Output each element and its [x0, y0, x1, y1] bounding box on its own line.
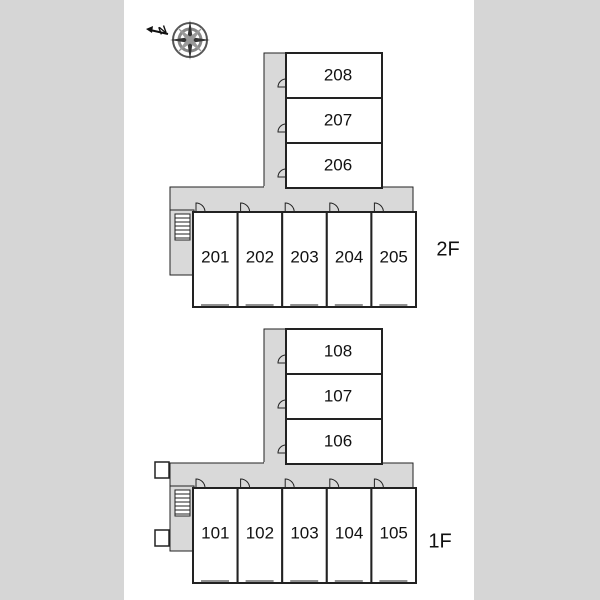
- room-number: 101: [201, 523, 229, 542]
- room-number: 208: [324, 65, 352, 84]
- floor-label: 2F: [436, 238, 459, 260]
- corridor-joint: [264, 462, 285, 465]
- entrance-icon: [154, 461, 170, 479]
- door-icon: [277, 354, 287, 364]
- door-icon: [277, 78, 287, 88]
- main-corridor: [169, 462, 414, 489]
- room-106: 106: [277, 418, 383, 465]
- room-203: 203: [281, 202, 328, 308]
- room-107: 107: [277, 373, 383, 420]
- room-108: 108: [277, 328, 383, 375]
- room-number: 202: [246, 247, 274, 266]
- door-icon: [329, 478, 340, 489]
- floor-label: 1F: [428, 530, 451, 552]
- compass-icon: N: [146, 20, 210, 60]
- room-number: 204: [335, 247, 363, 266]
- door-icon: [195, 202, 206, 213]
- room-number: 103: [290, 523, 318, 542]
- room-number: 201: [201, 247, 229, 266]
- room-box: [285, 328, 383, 375]
- room-number: 205: [380, 247, 408, 266]
- corridor-joint: [264, 186, 285, 189]
- room-number: 108: [324, 341, 352, 360]
- room-box: [370, 211, 417, 308]
- door-icon: [240, 202, 251, 213]
- room-box: [192, 211, 239, 308]
- door-icon: [373, 202, 384, 213]
- room-box: [285, 418, 383, 465]
- room-206: 206: [277, 142, 383, 189]
- right-margin: [474, 0, 600, 600]
- room-box: [281, 211, 328, 308]
- left-margin: [0, 0, 124, 600]
- entrance-icon: [154, 529, 170, 547]
- side-corridor: [263, 328, 287, 470]
- room-number: 106: [324, 431, 352, 450]
- room-box: [285, 142, 383, 189]
- floor-2f: 208 207 206 201 202 203 204 205 2F: [169, 52, 460, 308]
- room-202: 202: [236, 202, 284, 308]
- door-icon: [329, 202, 340, 213]
- room-number: 102: [246, 523, 274, 542]
- room-102: 102: [236, 478, 284, 584]
- room-number: 107: [324, 386, 352, 405]
- door-icon: [277, 444, 287, 454]
- room-205: 205: [370, 202, 417, 308]
- door-icon: [277, 168, 287, 178]
- room-box: [285, 373, 383, 420]
- room-101: 101: [192, 478, 239, 584]
- room-box: [325, 211, 373, 308]
- room-207: 207: [277, 97, 383, 144]
- door-icon: [284, 478, 295, 489]
- main-corridor: [169, 186, 414, 213]
- room-103: 103: [281, 478, 328, 584]
- staircase-icon: [174, 489, 191, 517]
- door-icon: [277, 399, 287, 409]
- compass-north-label: N: [157, 24, 169, 38]
- room-box: [285, 97, 383, 144]
- room-201: 201: [192, 202, 239, 308]
- room-208: 208: [277, 52, 383, 99]
- door-icon: [373, 478, 384, 489]
- room-box: [281, 487, 328, 584]
- room-number: 104: [335, 523, 363, 542]
- side-corridor: [263, 52, 287, 194]
- room-204: 204: [325, 202, 373, 308]
- room-box: [370, 487, 417, 584]
- room-number: 206: [324, 155, 352, 174]
- room-104: 104: [325, 478, 373, 584]
- staircase-icon: [174, 213, 191, 241]
- room-number: 207: [324, 110, 352, 129]
- door-icon: [277, 123, 287, 133]
- room-box: [236, 211, 284, 308]
- room-number: 105: [380, 523, 408, 542]
- room-box: [325, 487, 373, 584]
- room-105: 105: [370, 478, 417, 584]
- door-icon: [195, 478, 206, 489]
- door-icon: [284, 202, 295, 213]
- room-number: 203: [290, 247, 318, 266]
- floor-1f: 108 107 106 101 102 103 104 105 1F: [154, 328, 452, 584]
- room-box: [192, 487, 239, 584]
- door-icon: [240, 478, 251, 489]
